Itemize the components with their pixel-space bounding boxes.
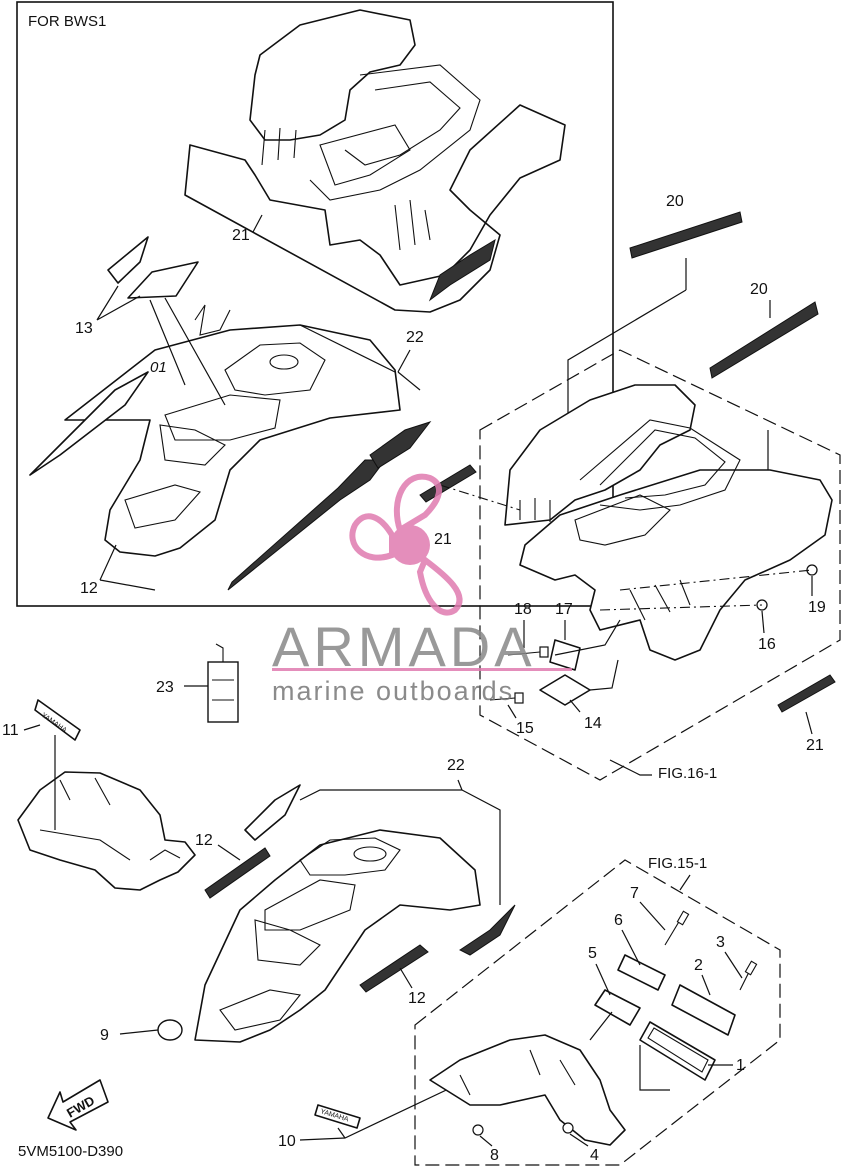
rear-fender-inset: [184, 9, 566, 313]
cover-11: YAMAHA 11: [2, 699, 196, 891]
callout-6: 6: [614, 912, 623, 929]
fig-16-area: FIG.16-1 20 20 21: [419, 193, 841, 782]
fig-15-area: FIG.15-1: [414, 855, 781, 1166]
callout-11: 11: [2, 722, 19, 739]
emblem-20-a: [629, 211, 743, 259]
callout-12-c: 12: [408, 990, 426, 1007]
callout-14: 14: [584, 715, 602, 732]
callout-13: 13: [75, 320, 93, 337]
callout-18: 18: [514, 601, 532, 618]
callout-3: 3: [716, 934, 725, 951]
tag-23: 23: [156, 643, 239, 723]
callout-23: 23: [156, 679, 174, 696]
callout-22: 22: [406, 329, 424, 346]
hardware: [489, 564, 818, 706]
callout-8: 8: [490, 1147, 499, 1164]
front-fender-main: [194, 784, 516, 1043]
callout-21-b: 21: [434, 531, 452, 548]
armada-watermark: ARMADA marine outboards: [272, 473, 572, 706]
strip-21-a: [419, 464, 477, 503]
watermark-tagline: marine outboards: [272, 676, 514, 706]
callout-17: 17: [555, 601, 573, 618]
decal-13: [107, 236, 199, 299]
callout-9: 9: [100, 1027, 109, 1044]
strip-21-c: [777, 674, 836, 713]
callout-19: 19: [808, 599, 826, 616]
fwd-arrow: FWD: [47, 1079, 109, 1131]
svg-text:01: 01: [150, 359, 167, 376]
callout-12-b: 12: [195, 832, 213, 849]
drawing-code: 5VM5100-D390: [18, 1143, 123, 1160]
plug-9: [157, 1019, 183, 1041]
callout-4: 4: [590, 1147, 599, 1164]
callout-21: 21: [232, 227, 250, 244]
callout-22-b: 22: [447, 757, 465, 774]
callout-12: 12: [80, 580, 98, 597]
rear-fender-main: [504, 384, 833, 661]
front-fender-inset: 01: [29, 304, 401, 557]
fig-16-label: FIG.16-1: [658, 765, 717, 782]
callout-20-a: 20: [666, 193, 684, 210]
side-stripe-inset: [227, 421, 432, 591]
callout-21-c: 21: [806, 737, 824, 754]
emblem-20-b: [709, 301, 819, 379]
callout-15: 15: [516, 720, 534, 737]
propeller-logo-icon: [349, 473, 463, 616]
callout-7: 7: [630, 885, 639, 902]
callout-5: 5: [588, 945, 597, 962]
inset-title: FOR BWS1: [28, 13, 106, 30]
callout-1: 1: [736, 1057, 745, 1074]
callout-16: 16: [758, 636, 776, 653]
inset-bws1: FOR BWS1 21 13: [16, 1, 614, 607]
fig-15-label: FIG.15-1: [648, 855, 707, 872]
callout-10: 10: [278, 1133, 296, 1150]
watermark-brand: ARMADA: [272, 615, 536, 678]
callout-2: 2: [694, 957, 703, 974]
callout-20-b: 20: [750, 281, 768, 298]
